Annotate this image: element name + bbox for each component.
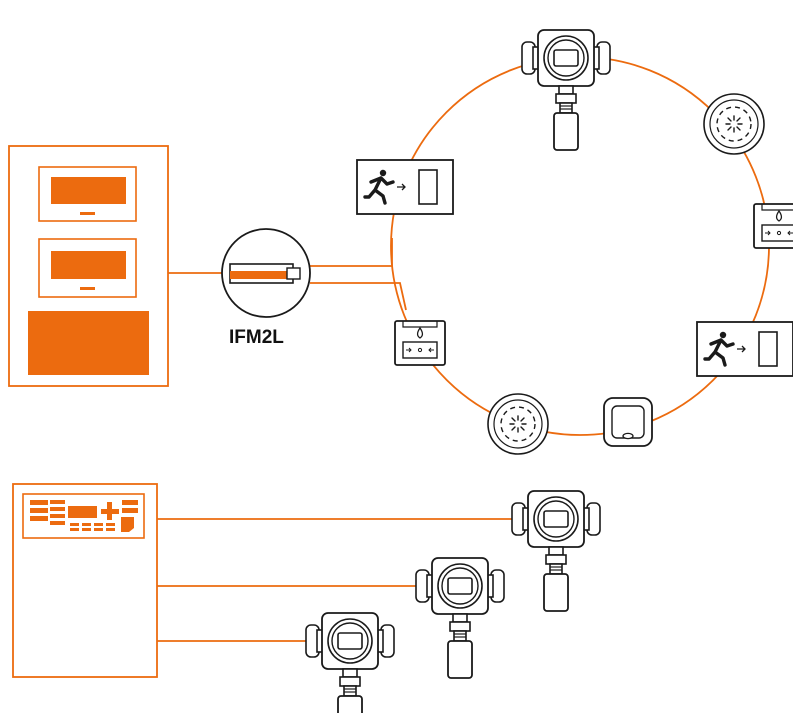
emergency-exit-sign-icon xyxy=(695,320,793,378)
gas-detector-icon xyxy=(415,557,505,679)
loop-feed-line xyxy=(310,238,393,267)
panel-display-bottom xyxy=(38,238,137,298)
emergency-exit-sign-icon xyxy=(355,158,455,216)
gas-detector-icon xyxy=(511,490,601,612)
panel-display-top xyxy=(38,166,137,222)
controller-cabinet-icon xyxy=(12,483,158,678)
control-panel xyxy=(8,145,169,387)
sounder-beacon-icon xyxy=(703,93,765,155)
flame-detector-icon xyxy=(753,203,793,249)
smoke-detector-icon xyxy=(603,397,653,447)
flame-detector-icon xyxy=(394,320,446,366)
module-label: IFM2L xyxy=(229,327,284,348)
loop-return-line xyxy=(310,282,407,311)
gas-detector-icon xyxy=(521,29,611,151)
interface-module-icon xyxy=(221,228,311,318)
sounder-beacon-icon xyxy=(487,393,549,455)
gas-detector-icon xyxy=(305,612,395,713)
panel-block xyxy=(28,311,149,375)
